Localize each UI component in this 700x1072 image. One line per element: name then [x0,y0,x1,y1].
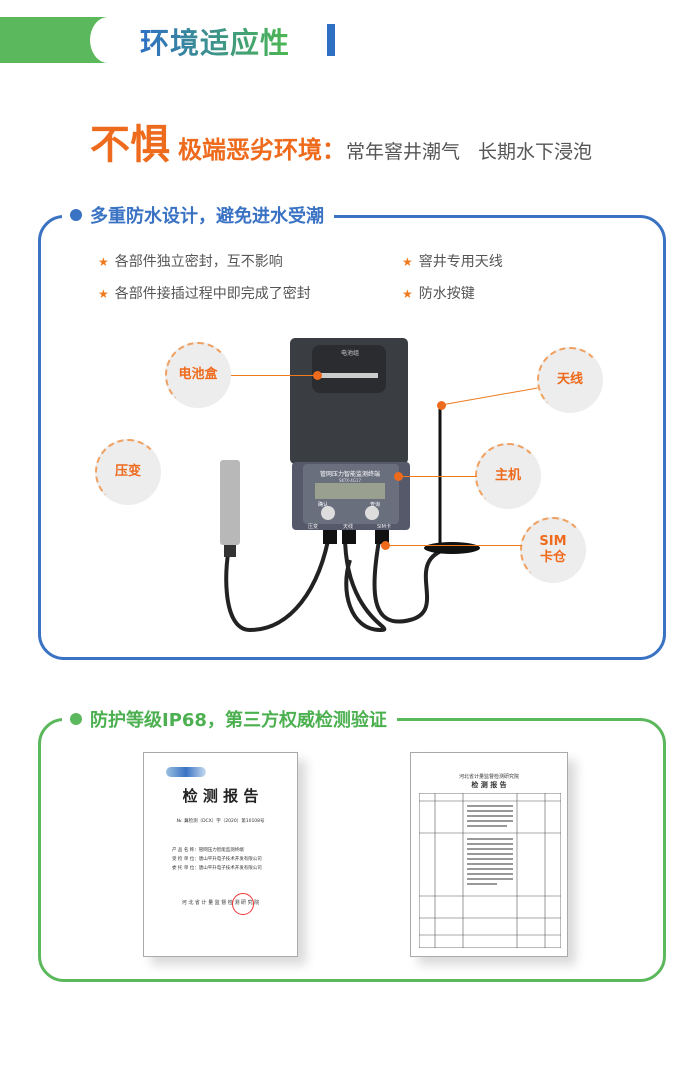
star-icon: ★ [402,287,413,301]
lcd-screen [315,483,385,499]
label-text: SIM [539,534,567,549]
label-host: 主机 [475,443,541,509]
callout-line [400,476,477,477]
doc-row: 产 品 名 称：管网压力智能监测终端 [172,848,244,853]
battery-label: 电池组 [341,349,359,357]
label-antenna: 天线 [537,347,603,413]
headline-grey-2: 长期水下浸泡 [478,141,593,163]
section-banner [0,17,126,63]
button [321,506,335,520]
bullet-item: ★ 窨井专用天线 [402,251,503,271]
section-title: 环境适应性 [140,20,290,62]
button-label: 查询 [370,501,380,508]
doc-row: 受 检 单 位：唐山平升电子技术开发有限公司 [172,857,262,862]
heading-dot-icon [70,209,82,221]
bullet-item: ★ 各部件接插过程中即完成了密封 [98,283,311,303]
report-table [419,793,561,948]
label-text: 天线 [556,372,583,387]
headline-grey-1: 常年窨井潮气 [346,141,461,163]
bullet-text: 窨井专用天线 [418,254,503,270]
callout-dot [313,371,322,380]
bullet-text: 防水按键 [418,286,475,302]
button [365,506,379,520]
callout-dot [394,472,403,481]
star-icon: ★ [402,255,413,269]
certification-panel [38,718,666,982]
bullet-item: ★ 防水按键 [402,283,475,303]
callout-dot [437,401,446,410]
certification-heading: 防护等级IP68，第三方权威检测验证 [62,707,397,731]
title-accent-bar [327,24,335,56]
test-report-cover: 检 测 报 告 №: 冀检测（DCX）字（2020）第10108号 产 品 名 … [143,752,298,957]
waterproof-heading-text: 多重防水设计，避免进水受潮 [90,206,324,227]
doc-row: 委 托 单 位：唐山平升电子技术开发有限公司 [172,866,262,871]
doc-title: 检 测 报 告 [471,781,507,789]
device-illustration: 电池组 管网压力智能监测终端 SKTX-4G17 确认 查询 压变 天线 SIM… [220,338,480,633]
callout-line [388,545,522,546]
heading-dot-icon [70,713,82,725]
host-label: 管网压力智能监测终端 [320,470,380,478]
seal-stamp [232,893,254,915]
test-report-page: 河北省计量监督检测研究院 检 测 报 告 [410,752,568,957]
host-model: SKTX-4G17 [339,478,361,483]
doc-number: №: 冀检测（DCX）字（2020）第10108号 [176,819,265,824]
label-pressure: 压变 [95,439,161,505]
logo-icon [166,767,206,777]
label-battery: 电池盒 [165,342,231,408]
star-icon: ★ [98,255,109,269]
label-text: 电池盒 [178,367,218,382]
cable [224,529,332,633]
callout-line [231,375,316,376]
star-icon: ★ [98,287,109,301]
bullet-item: ★ 各部件独立密封，互不影响 [98,251,283,271]
certification-heading-text: 防护等级IP68，第三方权威检测验证 [90,710,387,731]
button-label: 确认 [318,501,328,508]
headline-big: 不惧 [90,122,170,168]
port-label: 压变 [308,523,318,530]
port-label: SIM卡 [377,523,391,530]
doc-issuer: 河 北 省 计 量 监 督 检 测 研 究 院 [181,900,260,906]
bullet-text: 各部件接插过程中即完成了密封 [114,286,311,302]
waterproof-heading: 多重防水设计，避免进水受潮 [62,203,334,227]
label-text: 主机 [494,468,521,483]
label-text: 压变 [114,464,141,479]
headline-mid: 极端恶劣环境： [178,136,346,164]
headline: 不惧 极端恶劣环境： 常年窨井潮气 长期水下浸泡 [90,112,592,170]
doc-org: 河北省计量监督检测研究院 [458,774,519,780]
waterproof-panel [38,215,666,660]
bullet-text: 各部件独立密封，互不影响 [114,254,283,270]
callout-dot [381,541,390,550]
pressure-sensor [220,460,240,545]
cable [343,534,387,633]
cable [372,534,451,624]
port-label: 天线 [343,523,353,530]
label-text: 卡仓 [539,550,566,565]
doc-title: 检 测 报 告 [182,787,259,805]
